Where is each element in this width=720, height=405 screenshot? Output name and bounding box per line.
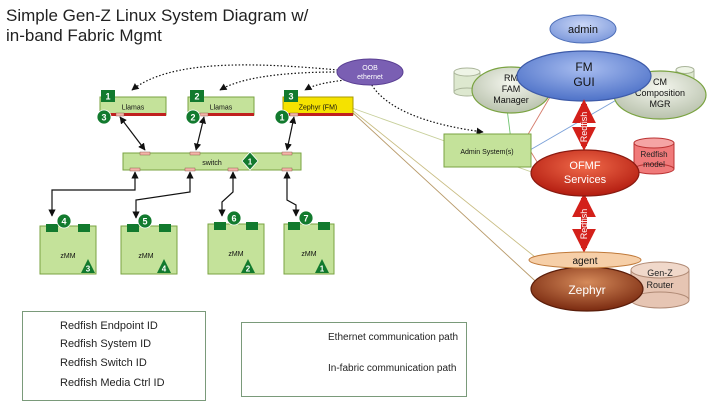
llamas-1-label: Llamas (122, 105, 145, 112)
llamas-2-node[interactable]: Llamas (187, 96, 255, 117)
zephyr-fm-label: Zephyr (FM) (299, 105, 338, 112)
fm-line-2: GUI (573, 75, 594, 89)
zephyr-fm-endpoint-id: 1 (279, 113, 284, 123)
zephyr-fm-system-id: 3 (288, 92, 293, 102)
rm-line-1: RM (504, 73, 518, 83)
router-line-1: Gen-Z (647, 268, 673, 278)
legend-system-text: Redfish System ID (60, 338, 152, 350)
id-legend-box (22, 311, 206, 401)
zmm-2-node[interactable]: zMM (120, 224, 178, 275)
zephyr-label: Zephyr (568, 283, 605, 297)
redfish-lower-label: Redfish (579, 209, 589, 240)
redfish-link-upper: Redfish (572, 99, 596, 151)
switch-label: switch (202, 160, 222, 167)
redfish-model-line-1: Redfish (640, 150, 667, 159)
admin-node[interactable]: admin (549, 14, 617, 44)
zmm-3-endpoint-id: 6 (231, 214, 236, 224)
zephyr-node[interactable]: Zephyr (530, 266, 644, 312)
llamas-2-endpoint-id: 2 (190, 113, 195, 123)
diagram-title: Simple Gen-Z Linux System Diagram w/ in-… (6, 6, 309, 45)
llamas-2-system-id: 2 (194, 92, 199, 102)
agent-label: agent (572, 256, 597, 267)
system-id-badges: 1 2 3 (101, 90, 298, 102)
cm-line-1: CM (653, 77, 667, 87)
oob-line-2: ethernet (357, 74, 383, 81)
host-switch-links (119, 116, 297, 151)
admin-systems-label: Admin System(s) (460, 149, 513, 156)
router-line-2: Router (646, 280, 673, 290)
rm-line-2: FAM (502, 84, 521, 94)
zmm-4-media-id: 1 (320, 265, 325, 274)
llamas-1-system-id: 1 (105, 92, 110, 102)
zmm-1-label: zMM (60, 253, 75, 260)
legend-media-text: Redfish Media Ctrl ID (60, 377, 165, 389)
switch-id: 1 (248, 158, 253, 167)
zmm-2-label: zMM (138, 253, 153, 260)
ofmf-services-node[interactable]: OFMF Services (530, 149, 640, 197)
legend-ethernet-text: Ethernet communication path (328, 332, 459, 343)
zmm-4-label: zMM (301, 251, 316, 258)
zmm-1-media-id: 3 (86, 265, 91, 274)
switch-zmm-links (48, 171, 300, 219)
fm-gui-node[interactable]: FM GUI (516, 50, 652, 102)
path-legend-box (241, 322, 467, 397)
zmm-2-endpoint-id: 5 (142, 217, 147, 227)
oob-ethernet-node[interactable]: OOB ethernet (336, 58, 404, 86)
zmm-4-node[interactable]: zMM (283, 222, 335, 275)
llamas-1-node[interactable]: Llamas (99, 96, 167, 117)
llamas-2-label: Llamas (210, 105, 233, 112)
legend-endpoint-text: Redfish Endpoint ID (60, 320, 158, 332)
zephyr-fm-node[interactable]: Zephyr (FM) (282, 96, 354, 117)
zmm-3-label: zMM (228, 251, 243, 258)
redfish-upper-label: Redfish (579, 112, 589, 143)
ofmf-line-2: Services (564, 174, 607, 186)
zmm-2-media-id: 4 (162, 265, 167, 274)
legend-fabric-text: In-fabric communication path (328, 363, 457, 374)
agent-node[interactable]: agent (528, 251, 642, 269)
llamas-1-endpoint-id: 3 (101, 113, 106, 123)
ofmf-line-1: OFMF (569, 160, 600, 172)
zmm-endpoint-badges: 4 5 6 7 (56, 210, 314, 229)
redfish-model-node[interactable]: Redfish model (633, 137, 675, 175)
cm-line-2: Composition (635, 88, 685, 98)
redfish-model-line-2: model (643, 160, 665, 169)
zmm-media-badges: 3 4 2 1 (81, 259, 329, 274)
admin-label: admin (568, 24, 598, 36)
zmm-4-endpoint-id: 7 (303, 214, 308, 224)
cm-line-3: MGR (650, 99, 671, 109)
oob-line-1: OOB (362, 65, 378, 72)
legend-switch-text: Redfish Switch ID (60, 357, 147, 369)
zmm-3-media-id: 2 (246, 265, 251, 274)
ethernet-paths (131, 64, 484, 135)
zmm-1-endpoint-id: 4 (61, 217, 66, 227)
admin-systems-node[interactable]: Admin System(s) (443, 133, 532, 168)
rm-line-3: Manager (493, 95, 529, 105)
zmm-3-node[interactable]: zMM (207, 222, 265, 275)
redfish-link-lower: Redfish (572, 193, 596, 253)
fm-line-1: FM (575, 60, 592, 74)
switch-node[interactable]: switch 1 (122, 151, 302, 172)
